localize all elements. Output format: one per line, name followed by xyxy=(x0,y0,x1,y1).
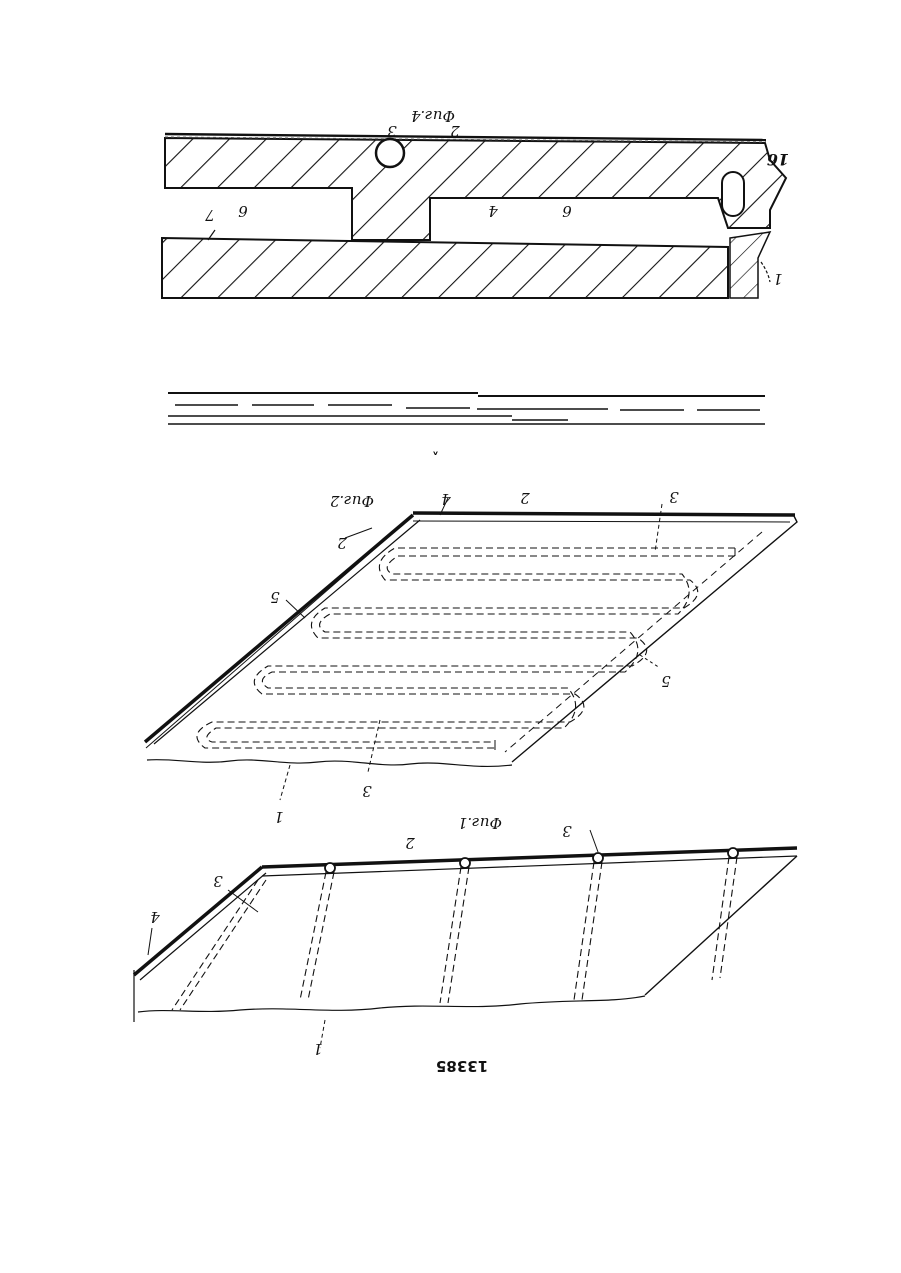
document-number: 13385 xyxy=(436,1057,488,1075)
fig1-label-3-top: 3 xyxy=(562,822,572,840)
fig4-label-6-right: 6 xyxy=(562,202,572,220)
fig1-label-1: 1 xyxy=(313,1040,323,1058)
fig4-label-2: 2 xyxy=(450,122,461,140)
fig2-top-edge xyxy=(413,513,795,515)
figure-2-panel: Фиг.2 4 2 3 2 5 5 3 1 xyxy=(145,488,797,826)
fig4-label-3: 3 xyxy=(387,122,397,140)
fig1-right-edge xyxy=(645,856,797,995)
upper-plate-section xyxy=(165,138,786,240)
oval-slot xyxy=(722,172,744,216)
fig4-caption: Фиг.4 xyxy=(411,107,455,125)
fig1-label-2: 2 xyxy=(405,834,416,852)
fig1-break-line xyxy=(138,996,645,1012)
fig2-label-2-left: 2 xyxy=(337,534,348,552)
lower-plate-section xyxy=(162,238,728,298)
fig2-label-3-bottom: 3 xyxy=(362,782,372,800)
stray-mark: ˅ xyxy=(432,451,439,467)
fig1-label-4: 4 xyxy=(150,908,161,926)
fig4-label-6-left: 6 xyxy=(238,202,248,220)
pipe-end-2 xyxy=(460,858,470,868)
fig2-label-2-top: 2 xyxy=(520,489,531,507)
fig2-left-rail xyxy=(145,515,413,742)
fig1-top-edge xyxy=(262,848,797,867)
fig2-label-5-right: 5 xyxy=(661,672,671,690)
fig2-label-4: 4 xyxy=(441,490,452,508)
serpentine-pipe xyxy=(197,548,735,748)
fig2-caption: Фиг.2 xyxy=(330,492,374,510)
edge-strip-section xyxy=(730,232,770,298)
fig4-label-7: 7 xyxy=(205,206,215,224)
fig2-label-3-top: 3 xyxy=(669,488,679,506)
pipe-end-3 xyxy=(593,853,603,863)
straight-pipes xyxy=(172,857,737,1010)
fig4-label-16: 16 xyxy=(767,150,789,169)
pipe-section xyxy=(376,139,404,167)
fig2-label-5-left: 5 xyxy=(270,588,280,606)
fig2-break-line xyxy=(147,760,512,767)
fig1-caption: Фиг.1 xyxy=(458,814,502,832)
pipe-end-4 xyxy=(728,848,738,858)
fig4-label-1: 1 xyxy=(773,270,783,288)
separator-rules xyxy=(168,393,765,424)
figure-1-panel: Фиг.1 3 2 3 4 1 xyxy=(134,814,797,1058)
fig1-label-3-left: 3 xyxy=(213,872,223,890)
figure-4-section: Фиг.4 3 2 16 4 6 6 7 1 xyxy=(162,107,789,298)
pipe-end-1 xyxy=(325,863,335,873)
fig2-label-1: 1 xyxy=(274,808,284,826)
fig4-label-4: 4 xyxy=(488,202,499,220)
